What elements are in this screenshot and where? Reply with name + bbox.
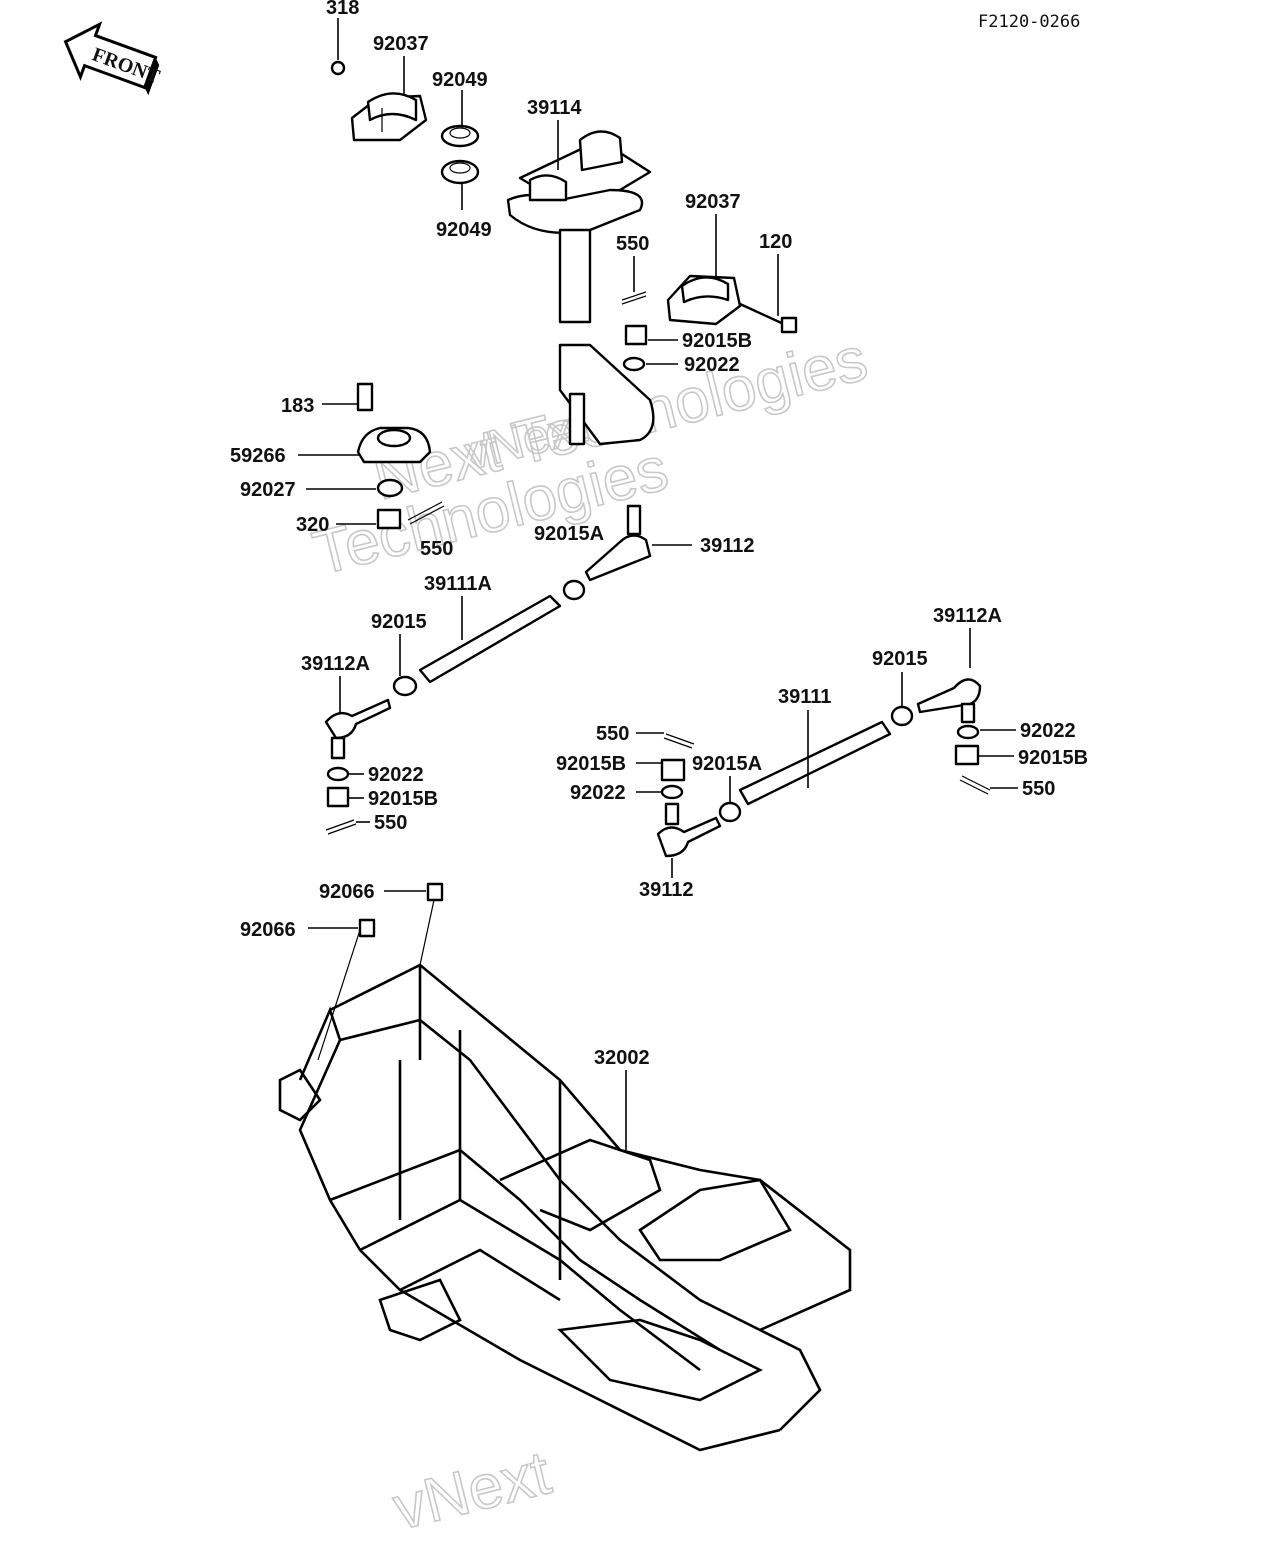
part-label: 92022 [368,764,424,786]
part-label: 92015B [682,330,752,352]
castle-nut [624,324,648,346]
part-label: 92022 [570,782,626,804]
part-label: 92015A [692,753,762,775]
part-label: 92049 [432,69,488,91]
front-arrow-icon: FRONT [63,21,163,96]
frame-cap [358,918,376,938]
oil-seal-upper [440,124,480,148]
part-label: 59266 [230,445,286,467]
steering-shaft [506,130,655,446]
part-label: 92015A [534,523,604,545]
part-label: 39112 [700,535,755,557]
part-label: 39112A [933,605,1002,627]
part-label: 320 [296,514,329,536]
part-label: 550 [596,723,629,745]
part-label: 92066 [319,881,375,903]
part-label: 318 [326,0,359,19]
part-label: 550 [616,233,649,255]
washer [622,356,646,372]
part-label: 92015B [1018,747,1088,769]
bearing-holder [356,382,445,530]
part-label: 550 [1022,778,1055,800]
steering-clamp-left [330,60,428,142]
part-label: 92049 [436,219,492,241]
part-label: 92015B [556,753,626,775]
part-label: 39111A [424,573,492,595]
leader-lines [298,18,1018,1150]
part-label: 39111 [778,686,831,708]
part-label: 32002 [594,1047,650,1069]
part-label: 92015 [872,648,928,670]
oil-seal-lower [440,159,480,185]
steering-clamp-right [666,274,798,334]
cotter-pin [621,291,647,305]
frame [278,899,852,1452]
part-label: 92037 [685,191,741,213]
watermark-text: vNext [387,1438,557,1536]
tie-rod-left [324,504,652,835]
part-label: 92015 [371,611,427,633]
part-label: 39112A [301,653,370,675]
frame-cap [426,882,444,902]
part-label: 92037 [373,33,429,55]
tie-rod-right [656,678,991,858]
part-label: 92022 [1020,720,1076,742]
part-label: 39114 [527,97,582,119]
part-label: 120 [759,231,792,253]
part-label: 92027 [240,479,296,501]
diagram-code: F2120-0266 [978,12,1080,32]
part-label: 550 [420,538,453,560]
part-label: 92022 [684,354,740,376]
part-label: 550 [374,812,407,834]
part-label: 92066 [240,919,296,941]
part-label: 92015B [368,788,438,810]
part-labels: 318 92037 92049 92049 39114 92037 120 55… [230,0,1088,1069]
part-label: 183 [281,395,314,417]
part-label: 39112 [639,879,694,901]
